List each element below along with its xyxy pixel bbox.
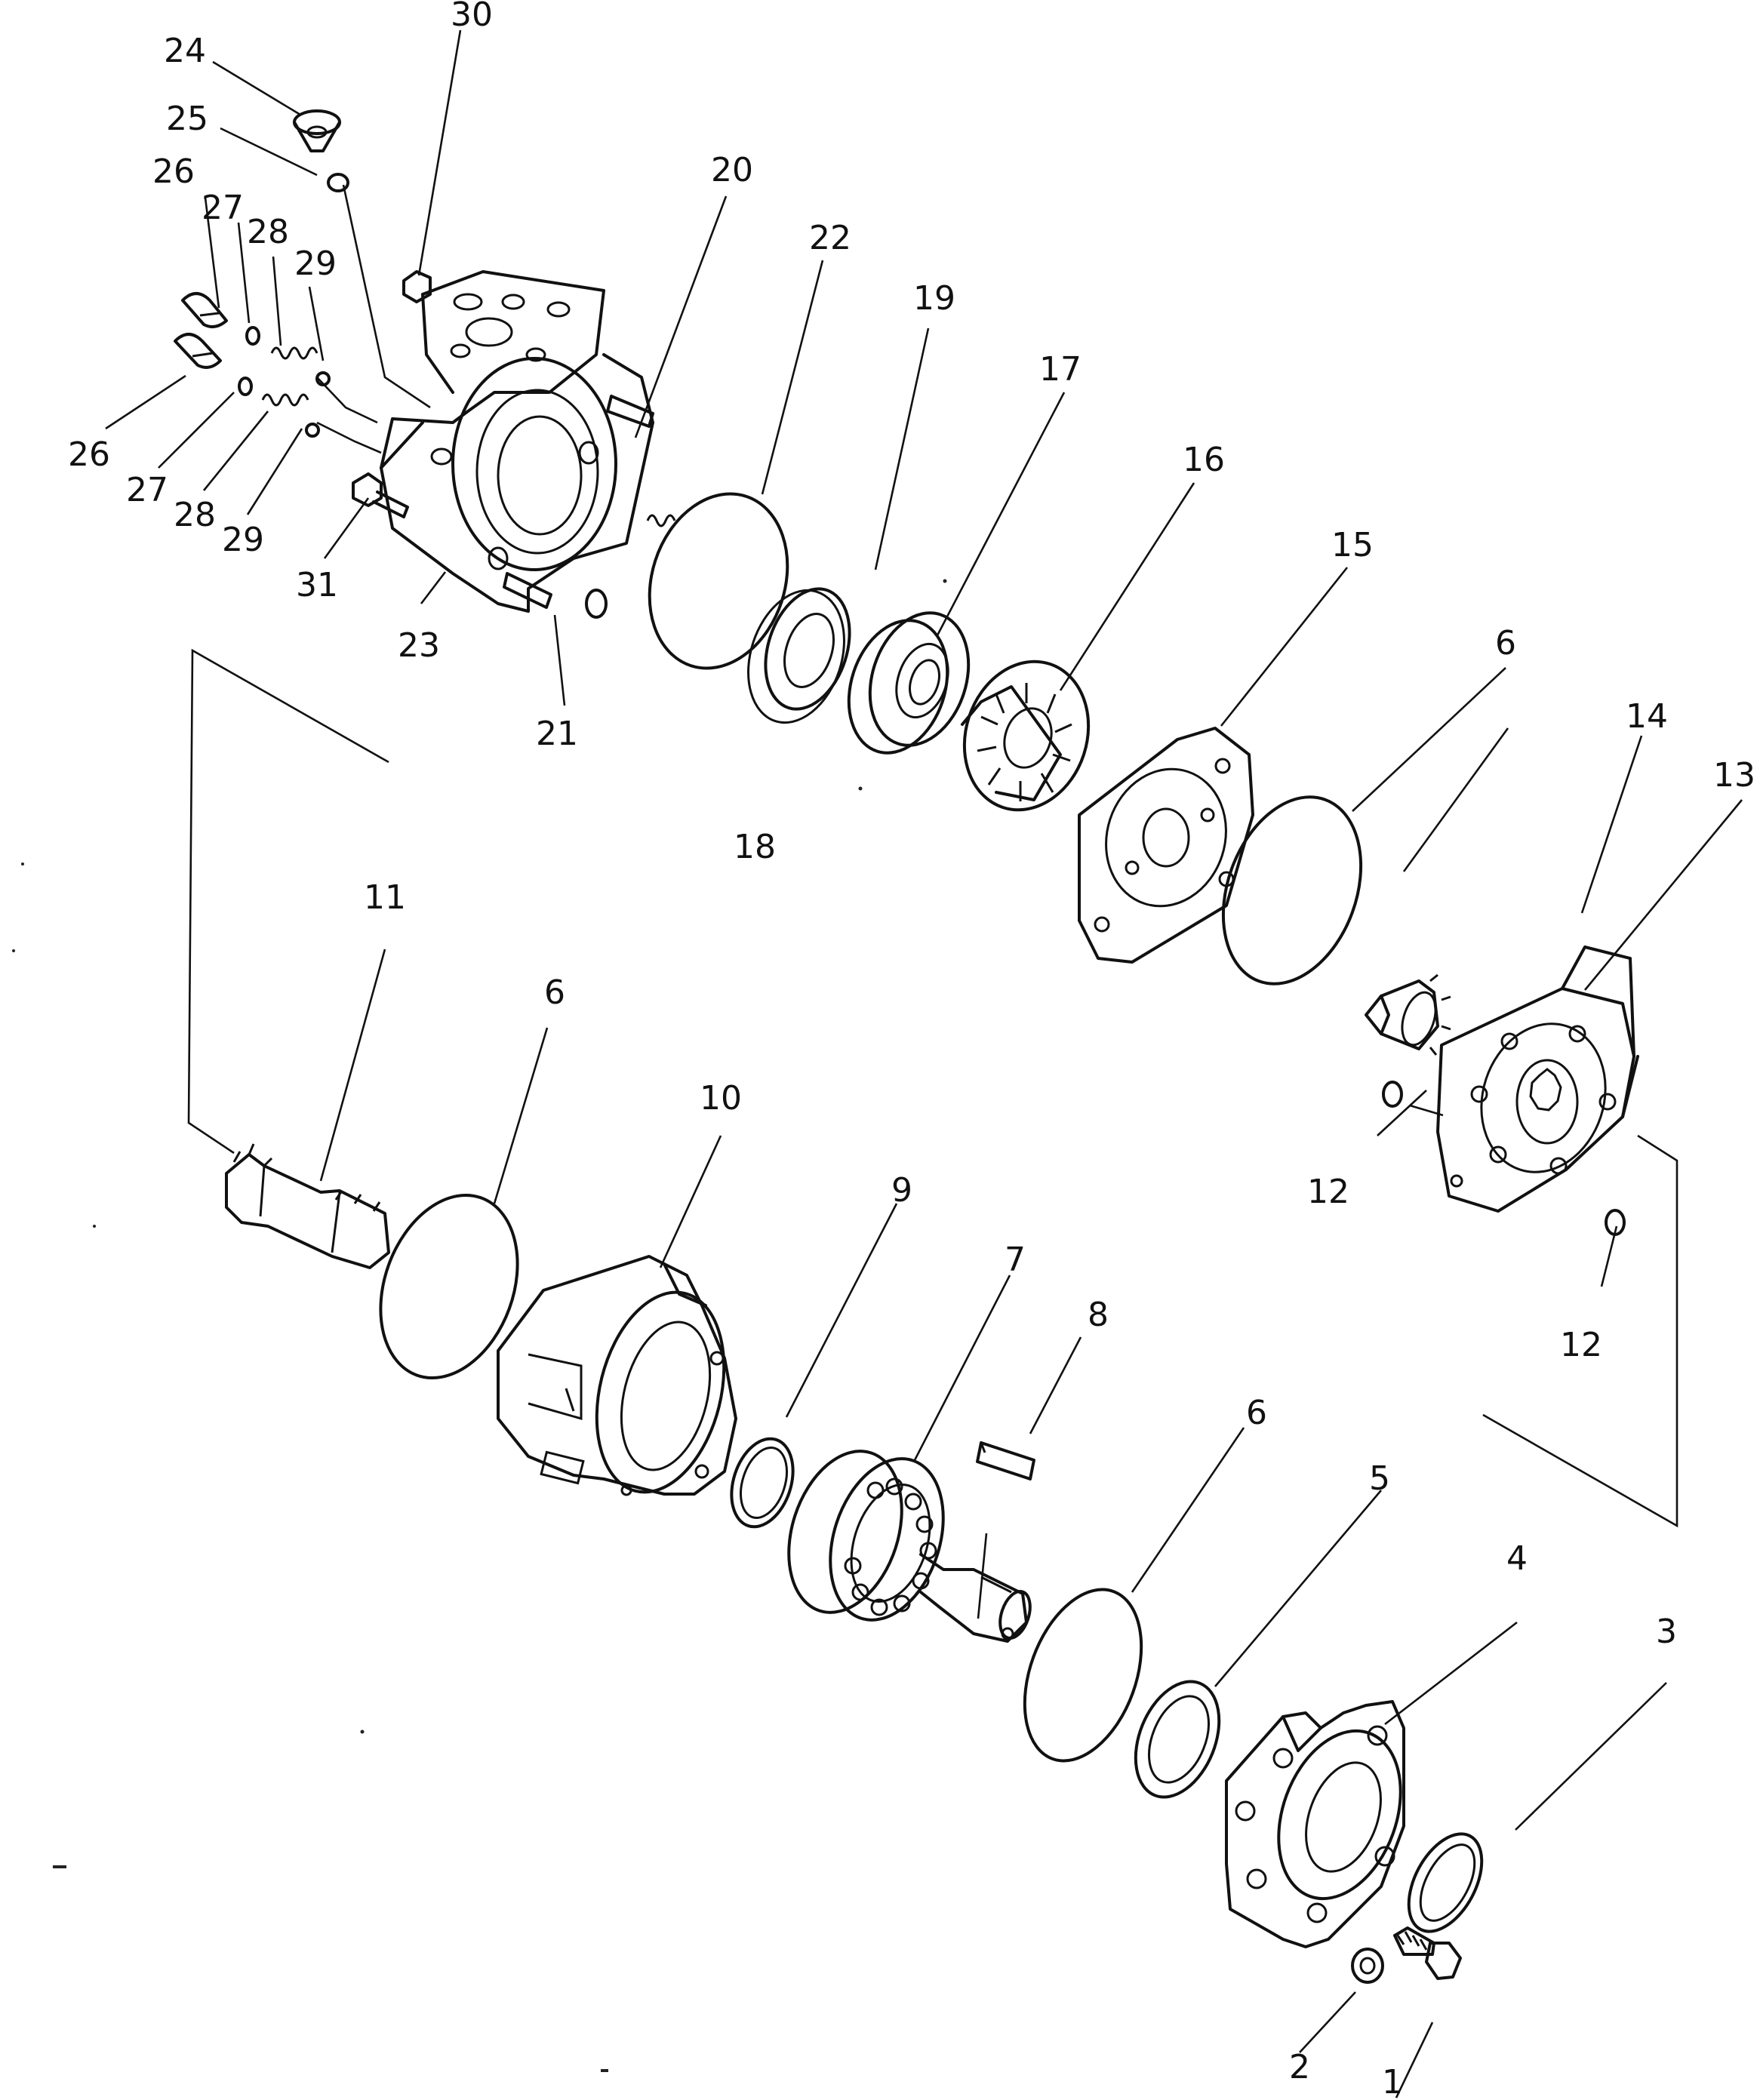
o-ring-21 bbox=[585, 589, 608, 619]
callout-2: 2 bbox=[1289, 2048, 1310, 2086]
callout-14: 14 bbox=[1626, 697, 1668, 736]
callout-labels: 1 2 3 4 5 6 6 6 7 8 9 10 11 12 12 13 14 … bbox=[68, 0, 1755, 2100]
plug-26-lower bbox=[174, 333, 222, 369]
parts bbox=[12, 109, 1639, 2072]
cover-4 bbox=[1225, 1700, 1405, 1948]
plug-26-upper bbox=[181, 292, 228, 329]
callout-3: 3 bbox=[1656, 1613, 1677, 1651]
coupling-14 bbox=[1365, 973, 1451, 1056]
spring-20 bbox=[646, 514, 676, 527]
leader-lines bbox=[105, 29, 1743, 2098]
bearing-17 bbox=[847, 611, 971, 755]
seal-5 bbox=[1134, 1680, 1221, 1799]
valve-plate-15 bbox=[1078, 727, 1254, 964]
callout-27-lower: 27 bbox=[126, 471, 168, 509]
callout-13: 13 bbox=[1713, 756, 1755, 795]
case-10 bbox=[497, 1255, 737, 1496]
callout-20: 20 bbox=[711, 151, 753, 189]
callout-9: 9 bbox=[891, 1171, 912, 1210]
callout-1: 1 bbox=[1382, 2063, 1403, 2100]
callout-21: 21 bbox=[536, 715, 578, 753]
callout-6-left: 6 bbox=[544, 973, 565, 1012]
callout-23: 23 bbox=[398, 626, 440, 665]
callout-6-lower: 6 bbox=[1246, 1394, 1267, 1432]
ball-29-lower bbox=[305, 423, 320, 438]
o-ring-22 bbox=[648, 492, 789, 670]
spring-28-upper bbox=[270, 346, 318, 360]
o-ring-27-lower bbox=[238, 377, 253, 396]
o-ring-25 bbox=[327, 173, 349, 192]
callout-26-lower: 26 bbox=[68, 435, 110, 474]
callout-11: 11 bbox=[364, 878, 406, 917]
callout-18: 18 bbox=[734, 828, 776, 866]
callout-27-upper: 27 bbox=[202, 189, 244, 227]
callout-16: 16 bbox=[1183, 441, 1225, 479]
callout-22: 22 bbox=[809, 219, 851, 257]
callout-8: 8 bbox=[1088, 1296, 1109, 1334]
housing-23 bbox=[380, 270, 654, 613]
callout-19: 19 bbox=[913, 279, 955, 318]
callout-10: 10 bbox=[700, 1079, 742, 1118]
callout-4: 4 bbox=[1506, 1539, 1528, 1578]
snap-ring-9 bbox=[730, 1437, 795, 1529]
washer-2 bbox=[1351, 1948, 1384, 1984]
end-cover-13 bbox=[1436, 945, 1639, 1213]
callout-28-upper: 28 bbox=[247, 213, 289, 251]
callout-6-upper: 6 bbox=[1495, 624, 1516, 663]
bolt-31 bbox=[352, 472, 409, 518]
callout-5: 5 bbox=[1369, 1459, 1390, 1498]
callout-7: 7 bbox=[1005, 1241, 1026, 1279]
callout-30: 30 bbox=[451, 0, 493, 34]
callout-28-lower: 28 bbox=[174, 496, 216, 534]
shaft-11 bbox=[225, 1143, 390, 1269]
callout-25: 25 bbox=[166, 100, 208, 138]
spring-28-lower bbox=[261, 393, 309, 407]
bolt-1 bbox=[1393, 1926, 1462, 1980]
ring-3 bbox=[1407, 1832, 1484, 1933]
callout-29-lower: 29 bbox=[222, 521, 264, 559]
washer-19 bbox=[747, 587, 851, 724]
o-ring-6-upper bbox=[1221, 795, 1363, 985]
o-ring-6-lower bbox=[1023, 1588, 1143, 1763]
callout-15: 15 bbox=[1331, 526, 1374, 564]
callout-24: 24 bbox=[164, 32, 206, 70]
cylinder-block-16 bbox=[961, 660, 1091, 812]
key-8 bbox=[976, 1441, 1035, 1480]
callout-12-lower: 12 bbox=[1560, 1326, 1602, 1364]
o-ring-12-upper bbox=[1382, 1081, 1403, 1108]
output-shaft-7 bbox=[787, 1450, 1032, 1643]
bolt-30 bbox=[402, 270, 432, 303]
callout-29-upper: 29 bbox=[294, 244, 337, 283]
o-ring-12-lower bbox=[1605, 1209, 1626, 1236]
o-ring-6-left bbox=[379, 1193, 519, 1380]
callout-26-upper: 26 bbox=[152, 152, 195, 191]
callout-12-upper: 12 bbox=[1307, 1173, 1349, 1211]
callout-31: 31 bbox=[296, 566, 338, 604]
plug-24 bbox=[293, 109, 341, 152]
callout-17: 17 bbox=[1039, 350, 1082, 389]
o-ring-27-upper bbox=[245, 326, 260, 346]
ball-29-upper bbox=[315, 371, 331, 386]
